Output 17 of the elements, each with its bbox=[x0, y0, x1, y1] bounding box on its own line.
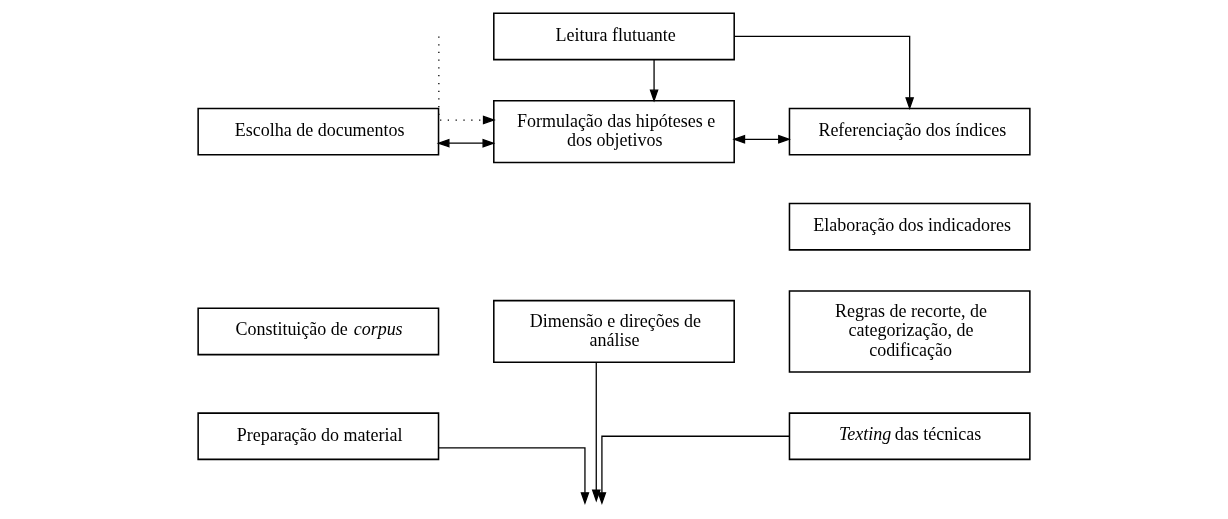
node-box: Referenciação dos índices bbox=[788, 107, 1031, 156]
node-box: Escolha de documentos bbox=[197, 107, 440, 156]
node-box: Texting das técnicas bbox=[788, 412, 1031, 461]
node-box: Dimensão e direções de análise bbox=[493, 299, 735, 364]
node-box: Leitura flutuante bbox=[493, 12, 735, 61]
arrow bbox=[649, 59, 659, 103]
node-box: Elaboração dos indicadores bbox=[788, 202, 1031, 251]
arrow bbox=[438, 447, 590, 506]
node-box: Constituição de corpus bbox=[197, 307, 440, 356]
node-box: Formulação das hipóteses e dos objetivos bbox=[493, 99, 735, 164]
arrow bbox=[732, 134, 791, 144]
node-box: Regras de recorte, de categorização, de codificação bbox=[788, 290, 1031, 373]
node-box: Preparação do material bbox=[197, 412, 440, 461]
arrow bbox=[733, 35, 915, 111]
arrow bbox=[591, 435, 790, 506]
arrow bbox=[591, 361, 607, 506]
arrow bbox=[436, 138, 496, 148]
